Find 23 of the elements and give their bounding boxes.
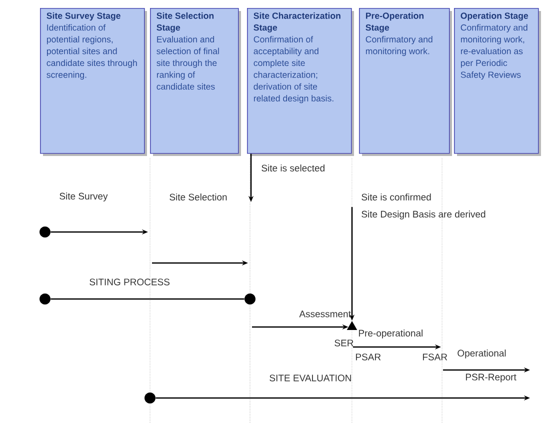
timeline-label: Site Survey: [60, 192, 108, 202]
timeline-label: PSAR: [356, 354, 381, 360]
timeline-label: Pre-operational: [358, 330, 422, 338]
stage-box: Pre-Operation Stage Confirmatory and monitoring work.: [359, 8, 452, 156]
stage-box: Site Selection Stage Evaluation and selection of final site through the ranking of candidate sites: [150, 8, 241, 156]
timeline-label: Site Design Basis are derived: [362, 210, 486, 220]
timeline-label: PSR-Report: [466, 374, 516, 382]
stage-box: Site Characterization Stage Confirmation of acceptability and complete site characterization; derivation of site related design basis.: [247, 8, 354, 156]
timeline-dot: [144, 392, 156, 404]
timeline-label: FSAR: [422, 354, 448, 360]
timeline-dot: [244, 294, 256, 304]
timeline-label: Site is confirmed: [362, 194, 431, 200]
timeline-label: Site is selected: [262, 164, 324, 172]
timeline-label: SITE EVALUATION: [270, 374, 351, 382]
timeline-label: SITING PROCESS: [90, 278, 170, 286]
timeline-dot: [40, 226, 50, 238]
timeline-label: SER: [334, 340, 354, 346]
timeline-label: Assessment: [299, 310, 351, 318]
timeline-dot: [40, 294, 50, 304]
stage-box: Operation Stage Confirmatory and monitoring work, re-evaluation as per Periodic Safety Reviews: [454, 8, 541, 156]
stage-box: Site Survey Stage Identification of potential regions, potential sites and candidate sites through screening.: [40, 8, 147, 156]
timeline-label: Operational: [458, 350, 506, 358]
timeline-label: Site Selection: [170, 194, 227, 200]
